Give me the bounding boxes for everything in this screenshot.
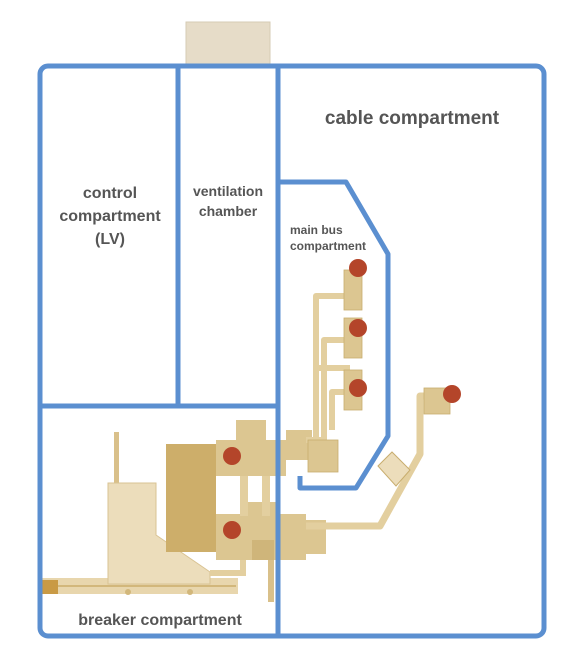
ventilation-chamber-label-line2: chamber xyxy=(199,203,258,219)
control-compartment-label-line2: compartment xyxy=(59,208,161,225)
control-compartment-label-line3: (LV) xyxy=(95,231,125,248)
main-bus-label-line1: main bus xyxy=(290,223,343,237)
outer-enclosure xyxy=(37,63,547,639)
cable-compartment-label: cable compartment xyxy=(325,108,500,129)
wall-main-bus xyxy=(278,179,391,491)
contact-dot xyxy=(349,319,367,337)
ventilation-chamber-label-line1: ventilation xyxy=(193,183,263,199)
breaker-rail-end xyxy=(42,580,58,594)
contact-dot xyxy=(349,259,367,277)
contact-dot xyxy=(223,447,241,465)
contact-dot xyxy=(443,385,461,403)
ventilation-cap xyxy=(185,21,271,67)
compartment-walls xyxy=(37,63,547,639)
contacts xyxy=(223,259,461,539)
main-busbars xyxy=(306,293,350,463)
contact-dot xyxy=(223,521,241,539)
breaker-body xyxy=(166,444,216,552)
control-compartment-label-line1: control xyxy=(83,185,137,202)
wall-bushing xyxy=(377,451,411,487)
contact-dot xyxy=(349,379,367,397)
breaker-compartment-label: breaker compartment xyxy=(78,612,242,629)
main-bus-label-line2: compartment xyxy=(290,239,366,253)
equipment xyxy=(42,259,461,602)
